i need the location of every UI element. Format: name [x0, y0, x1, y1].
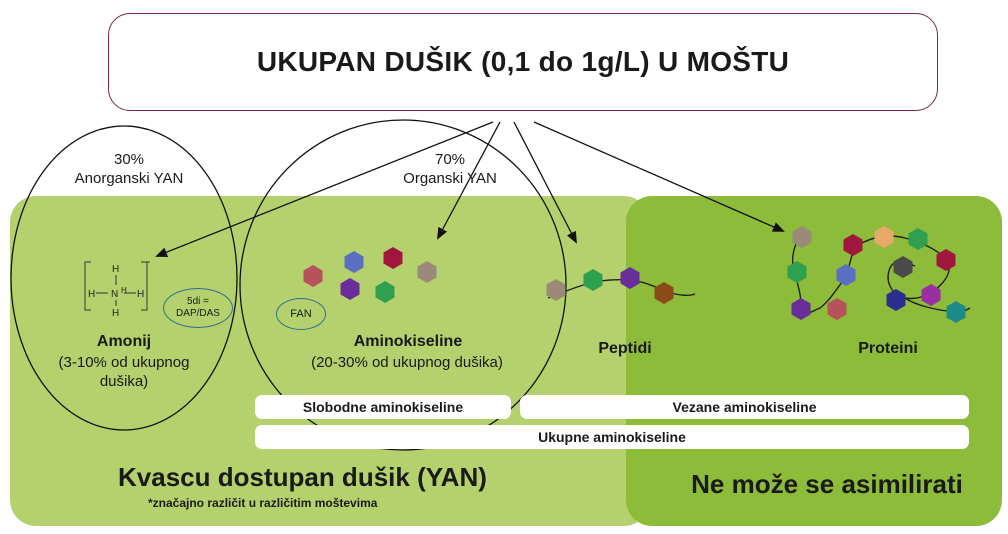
amino-acid-hexagon	[827, 298, 847, 320]
svg-text:H: H	[121, 286, 127, 295]
ammonium-structure	[84, 261, 150, 311]
amino-acid-hexagon	[874, 226, 894, 248]
svg-text:H: H	[112, 264, 119, 275]
fan-badge: FAN	[276, 298, 326, 330]
peptides-name: Peptidi	[598, 340, 652, 357]
amino-acid-hexagon	[792, 226, 812, 248]
non-assimilable-title: Ne može se asimilirati	[691, 469, 963, 499]
arrow-to-proteins	[533, 121, 785, 232]
svg-text:H: H	[88, 289, 95, 300]
amino-acid-hexagon	[620, 267, 640, 289]
page-title: UKUPAN DUŠIK (0,1 do 1g/L) U MOŠTU	[108, 13, 938, 111]
amino-acid-hexagon	[791, 298, 811, 320]
inorganic-percent: 30%	[113, 151, 145, 168]
total-amino-acids-bar: Ukupne aminokiseline	[255, 425, 969, 449]
amino-acid-hexagon	[921, 284, 941, 306]
amino-acid-hexagon	[546, 279, 566, 301]
bound-amino-acids-bar: Vezane aminokiseline	[520, 395, 969, 419]
ammonium-name: Amonij	[96, 333, 152, 350]
organic-label: Organski YAN	[403, 170, 497, 187]
svg-text:H: H	[137, 289, 144, 300]
yan-note: *značajno različit u različitim moštevim…	[148, 496, 378, 510]
ammonium-atoms: H N H H H H	[88, 264, 144, 319]
amino-acids-name: Aminokiseline	[353, 333, 463, 350]
amino-acid-hexagon	[936, 249, 956, 271]
amino-acid-hexagon	[886, 289, 906, 311]
dap-das-note: 5di =DAP/DAS	[163, 288, 233, 328]
arrow-to-ammonium	[155, 121, 494, 257]
amino-acid-hexagon	[908, 228, 928, 250]
yan-panel	[10, 196, 650, 526]
amino-acid-hexagon	[344, 251, 364, 273]
amino-acids-detail: (20-30% od ukupnog dušika)	[311, 354, 503, 371]
amino-acid-hexagon	[375, 281, 395, 303]
svg-text:H: H	[112, 308, 119, 319]
ammonium-detail-1: (3-10% od ukupnog	[58, 354, 190, 371]
amino-acid-hexagon	[383, 247, 403, 269]
inorganic-ellipse	[10, 125, 238, 431]
amino-acid-hexagon	[303, 265, 323, 287]
free-amino-acids-bar: Slobodne aminokiseline	[255, 395, 511, 419]
inorganic-label: Anorganski YAN	[74, 170, 184, 187]
note-line-2: DAP/DAS	[176, 308, 220, 319]
ammonium-detail-2: dušika)	[99, 373, 149, 390]
amino-acid-hexagon	[583, 269, 603, 291]
non-assimilable-panel	[626, 196, 1002, 526]
peptide-chain	[547, 278, 696, 299]
organic-ellipse	[239, 119, 567, 451]
amino-acid-hexagon	[340, 278, 360, 300]
amino-acid-hexagon	[836, 264, 856, 286]
arrow-to-peptides	[513, 121, 577, 244]
amino-acid-hexagon	[417, 261, 437, 283]
yan-title: Kvascu dostupan dušik (YAN)	[118, 462, 487, 492]
amino-acid-hexagon	[654, 282, 674, 304]
amino-acid-hexagon	[893, 256, 913, 278]
amino-acid-hexagons	[303, 226, 966, 323]
organic-percent: 70%	[434, 151, 466, 168]
amino-acid-hexagon	[787, 261, 807, 283]
svg-text:N: N	[111, 289, 118, 300]
proteins-name: Proteini	[858, 340, 918, 357]
note-line-1: 5di =	[187, 296, 209, 307]
arrow-to-amino-acids	[437, 121, 501, 240]
amino-acid-hexagon	[946, 301, 966, 323]
amino-acid-hexagon	[843, 234, 863, 256]
